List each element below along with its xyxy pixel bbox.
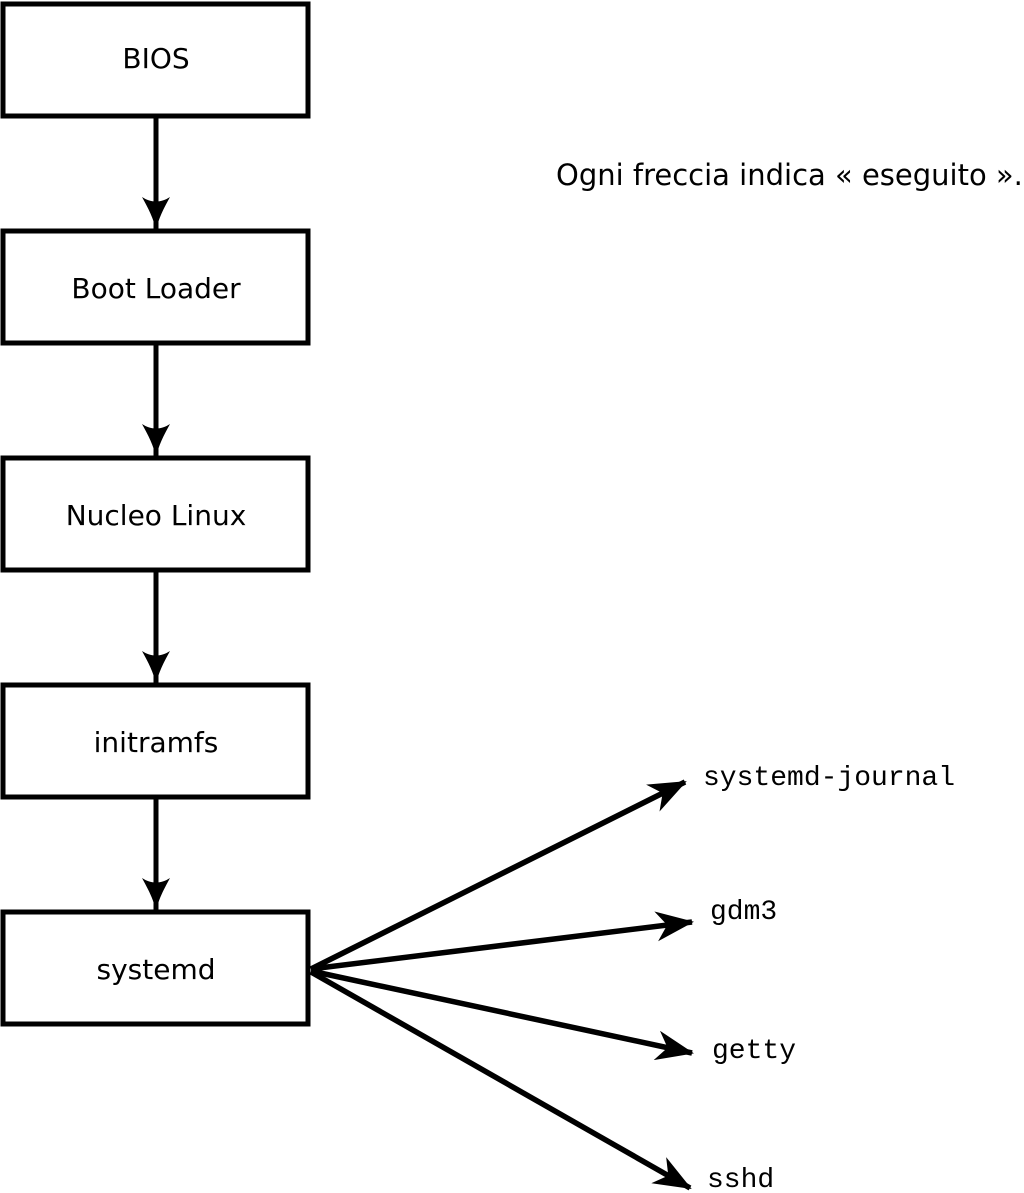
service-label-gdm3: gdm3 <box>710 897 777 928</box>
service-label-sshd: sshd <box>707 1165 774 1193</box>
node-label-bios: BIOS <box>122 42 189 75</box>
caption: Ogni freccia indica « eseguito ». <box>556 158 1023 192</box>
edge-systemd-systemd-journal <box>309 779 687 972</box>
node-box-initramfs <box>0 682 311 800</box>
service-label-systemd-journal: systemd-journal <box>703 763 955 794</box>
node-label-initramfs: initramfs <box>94 726 219 759</box>
edge-systemd-sshd <box>309 969 692 1191</box>
node-box-systemd <box>0 909 311 1027</box>
node-label-boot-loader: Boot Loader <box>71 272 241 305</box>
edge-systemd-getty <box>310 968 694 1061</box>
edge-systemd-gdm3 <box>310 911 694 972</box>
node-box-nucleo-linux <box>0 455 311 573</box>
node-box-bios <box>0 1 311 119</box>
node-label-nucleo-linux: Nucleo Linux <box>66 499 247 532</box>
service-label-getty: getty <box>712 1036 796 1067</box>
node-label-systemd: systemd <box>97 953 216 986</box>
node-box-boot-loader <box>0 228 311 346</box>
